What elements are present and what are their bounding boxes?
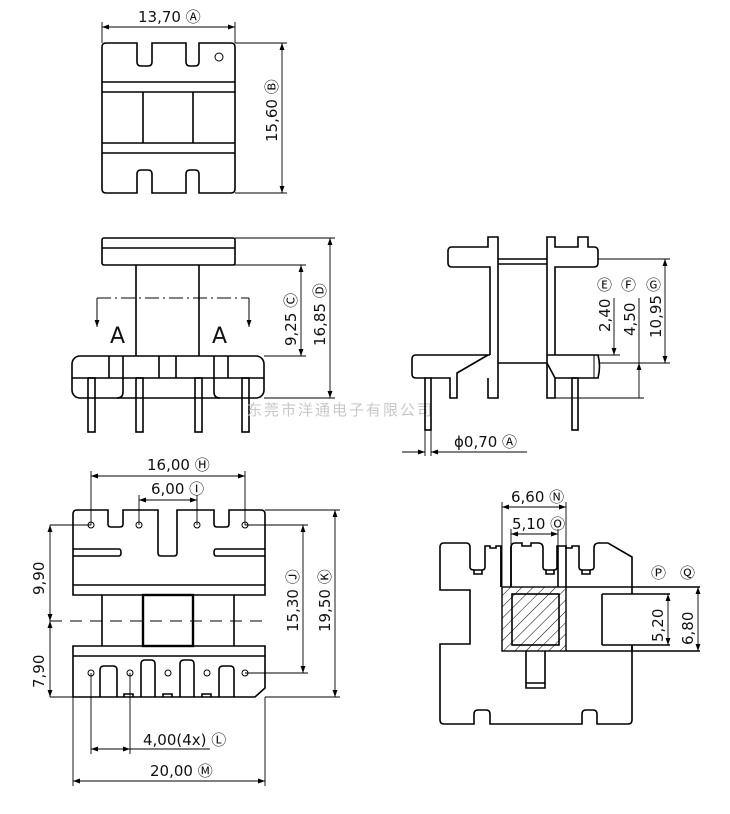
section-label-right: A bbox=[212, 324, 227, 349]
dim-C: 9,25 Ⓒ bbox=[282, 293, 300, 346]
side-view: Ⓔ Ⓕ Ⓖ 2,40 4,50 10,95 ϕ0,70 Ⓐ bbox=[402, 236, 670, 456]
dim-left-top: 9,90 bbox=[30, 562, 48, 595]
dim-P: 5,20 bbox=[649, 609, 667, 642]
bottom-view: 16,00 Ⓗ 6,00 Ⓘ 9,90 7,90 15,30 Ⓙ 19,50 Ⓚ… bbox=[30, 456, 340, 786]
dim-G: 10,95 bbox=[647, 295, 665, 338]
dim-N: 6,60 Ⓝ bbox=[511, 488, 564, 506]
front-view: A A 9,25 Ⓒ 16,85 Ⓓ bbox=[71, 237, 335, 433]
top-view: 13,70 Ⓐ 15,60 Ⓑ bbox=[101, 8, 287, 194]
dim-left-bottom: 7,90 bbox=[30, 655, 48, 688]
dim-H: 16,00 Ⓗ bbox=[147, 456, 210, 474]
label-P: Ⓟ bbox=[651, 564, 666, 582]
dim-J: 15,30 Ⓙ bbox=[284, 569, 302, 632]
dim-M: 20,00 Ⓜ bbox=[150, 762, 213, 780]
dim-Q: 6,80 bbox=[679, 612, 697, 645]
dim-O: 5,10 Ⓞ bbox=[512, 515, 565, 533]
dim-I: 6,00 Ⓘ bbox=[151, 480, 204, 498]
dim-pin-diameter: ϕ0,70 Ⓐ bbox=[454, 433, 517, 451]
label-G: Ⓖ bbox=[646, 276, 661, 294]
cross-section-view: 6,60 Ⓝ 5,10 Ⓞ Ⓟ Ⓠ 5,20 6,80 bbox=[439, 488, 701, 725]
label-F: Ⓕ bbox=[621, 276, 636, 294]
dim-K: 19,50 Ⓚ bbox=[316, 569, 334, 632]
section-label-left: A bbox=[110, 324, 125, 349]
dim-L: 4,00(4x) Ⓛ bbox=[143, 731, 226, 749]
label-Q: Ⓠ bbox=[680, 564, 695, 582]
company-watermark: 东莞市洋通电子有限公司 bbox=[247, 401, 434, 419]
dim-B: 15,60 Ⓑ bbox=[263, 79, 281, 142]
dim-E: 2,40 bbox=[596, 299, 614, 332]
dim-D: 16,85 Ⓓ bbox=[311, 283, 329, 346]
dim-F: 4,50 bbox=[621, 303, 639, 336]
dim-A: 13,70 Ⓐ bbox=[138, 8, 201, 26]
label-E: Ⓔ bbox=[597, 276, 612, 294]
